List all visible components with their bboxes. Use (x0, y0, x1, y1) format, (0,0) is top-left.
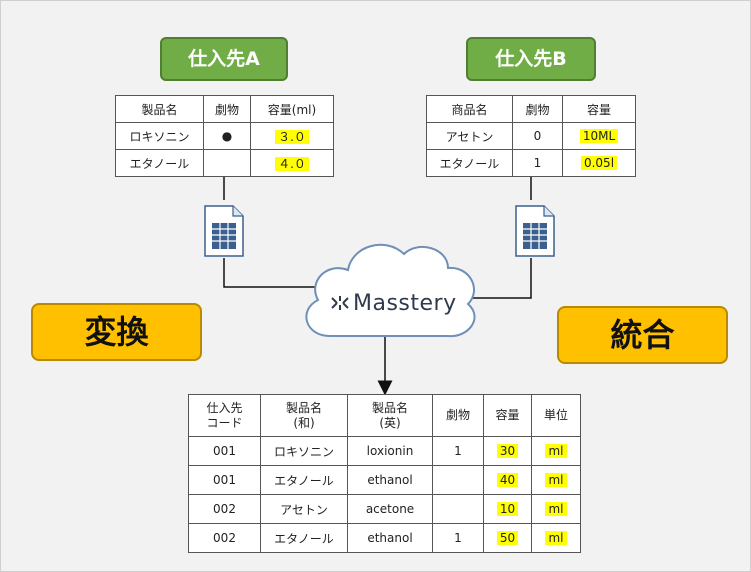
highlighted-unit: ml (545, 444, 567, 458)
table-header-row: 商品名 劇物 容量 (426, 95, 636, 123)
cell-product-name: アセトン (426, 122, 513, 150)
cloud-shape (305, 243, 476, 338)
cell-supplier-code: 001 (188, 465, 261, 495)
masstery-brand-text: Masstery (353, 291, 457, 316)
highlighted-volume: 0.05l (580, 156, 618, 170)
cell-volume: 40 (483, 465, 532, 495)
cell-product-name: エタノール (426, 149, 513, 177)
header-product-name-en: 製品名 (英) (347, 394, 433, 437)
header-poison: 劇物 (203, 95, 251, 123)
header-product-name: 商品名 (426, 95, 513, 123)
cell-volume: 10ML (562, 122, 636, 150)
cell-poison: ● (203, 122, 251, 150)
cell-product-name-en: ethanol (347, 523, 433, 553)
header-unit: 単位 (531, 394, 581, 437)
cell-unit: ml (531, 523, 581, 553)
cell-product-name-ja: ロキソニン (260, 436, 348, 466)
highlighted-unit: ml (545, 531, 567, 545)
highlighted-volume: ３.０ (275, 129, 309, 144)
connector-supplier-a-to-cloud (223, 258, 318, 288)
cell-volume: 50 (483, 523, 532, 553)
table-row: アセトン 0 10ML (426, 122, 636, 150)
cell-product-name: エタノール (115, 149, 204, 177)
header-poison: 劇物 (512, 95, 563, 123)
spreadsheet-file-icon (515, 205, 555, 257)
cell-product-name-ja: エタノール (260, 465, 348, 495)
cell-volume: ４.０ (250, 149, 334, 177)
highlighted-volume: 50 (496, 531, 519, 545)
cell-unit: ml (531, 494, 581, 524)
highlighted-unit: ml (545, 473, 567, 487)
cell-product-name: ロキソニン (115, 122, 204, 150)
supplier-a-table: 製品名 劇物 容量(ml) ロキソニン ● ３.０ エタノール ４.０ (115, 95, 334, 177)
table-row: エタノール ４.０ (115, 149, 334, 177)
cell-poison (203, 149, 251, 177)
cell-poison (432, 494, 484, 524)
cell-volume: 30 (483, 436, 532, 466)
supplier-b-label: 仕入先B (466, 37, 596, 81)
header-supplier-code: 仕入先 コード (188, 394, 261, 437)
cell-volume: 0.05l (562, 149, 636, 177)
table-row: ロキソニン ● ３.０ (115, 122, 334, 150)
highlighted-volume: 10ML (579, 129, 619, 143)
spreadsheet-file-icon (204, 205, 244, 257)
cell-poison: 1 (512, 149, 563, 177)
cell-product-name-en: acetone (347, 494, 433, 524)
header-volume: 容量 (562, 95, 636, 123)
cell-poison: 1 (432, 523, 484, 553)
header-volume: 容量(ml) (250, 95, 334, 123)
header-product-name-ja: 製品名 (和) (260, 394, 348, 437)
highlighted-unit: ml (545, 502, 567, 516)
header-poison: 劇物 (432, 394, 484, 437)
cell-poison: 1 (432, 436, 484, 466)
cell-product-name-en: loxionin (347, 436, 433, 466)
supplier-a-label: 仕入先A (160, 37, 288, 81)
supplier-b-table: 商品名 劇物 容量 アセトン 0 10ML エタノール 1 0.05l (426, 95, 636, 177)
header-volume: 容量 (483, 394, 532, 437)
table-row: エタノール 1 0.05l (426, 149, 636, 177)
integrate-label: 統合 (557, 306, 728, 364)
table-header-row: 製品名 劇物 容量(ml) (115, 95, 334, 123)
cell-volume: ３.０ (250, 122, 334, 150)
cell-unit: ml (531, 436, 581, 466)
cell-product-name-ja: アセトン (260, 494, 348, 524)
highlighted-volume: 30 (496, 444, 519, 458)
table-header-row: 仕入先 コード 製品名 (和) 製品名 (英) 劇物 容量 単位 (188, 394, 581, 437)
cell-product-name-en: ethanol (347, 465, 433, 495)
cell-supplier-code: 002 (188, 523, 261, 553)
cell-supplier-code: 002 (188, 494, 261, 524)
highlighted-volume: 40 (496, 473, 519, 487)
cell-poison (432, 465, 484, 495)
highlighted-volume: ４.０ (275, 156, 309, 171)
cell-volume: 10 (483, 494, 532, 524)
highlighted-volume: 10 (496, 502, 519, 516)
cell-product-name-ja: エタノール (260, 523, 348, 553)
convert-label: 変換 (31, 303, 202, 361)
masstery-logo-icon (331, 296, 349, 310)
connector-supplier-b-to-cloud (470, 258, 532, 299)
cell-supplier-code: 001 (188, 436, 261, 466)
cell-poison: 0 (512, 122, 563, 150)
header-product-name: 製品名 (115, 95, 204, 123)
cell-unit: ml (531, 465, 581, 495)
